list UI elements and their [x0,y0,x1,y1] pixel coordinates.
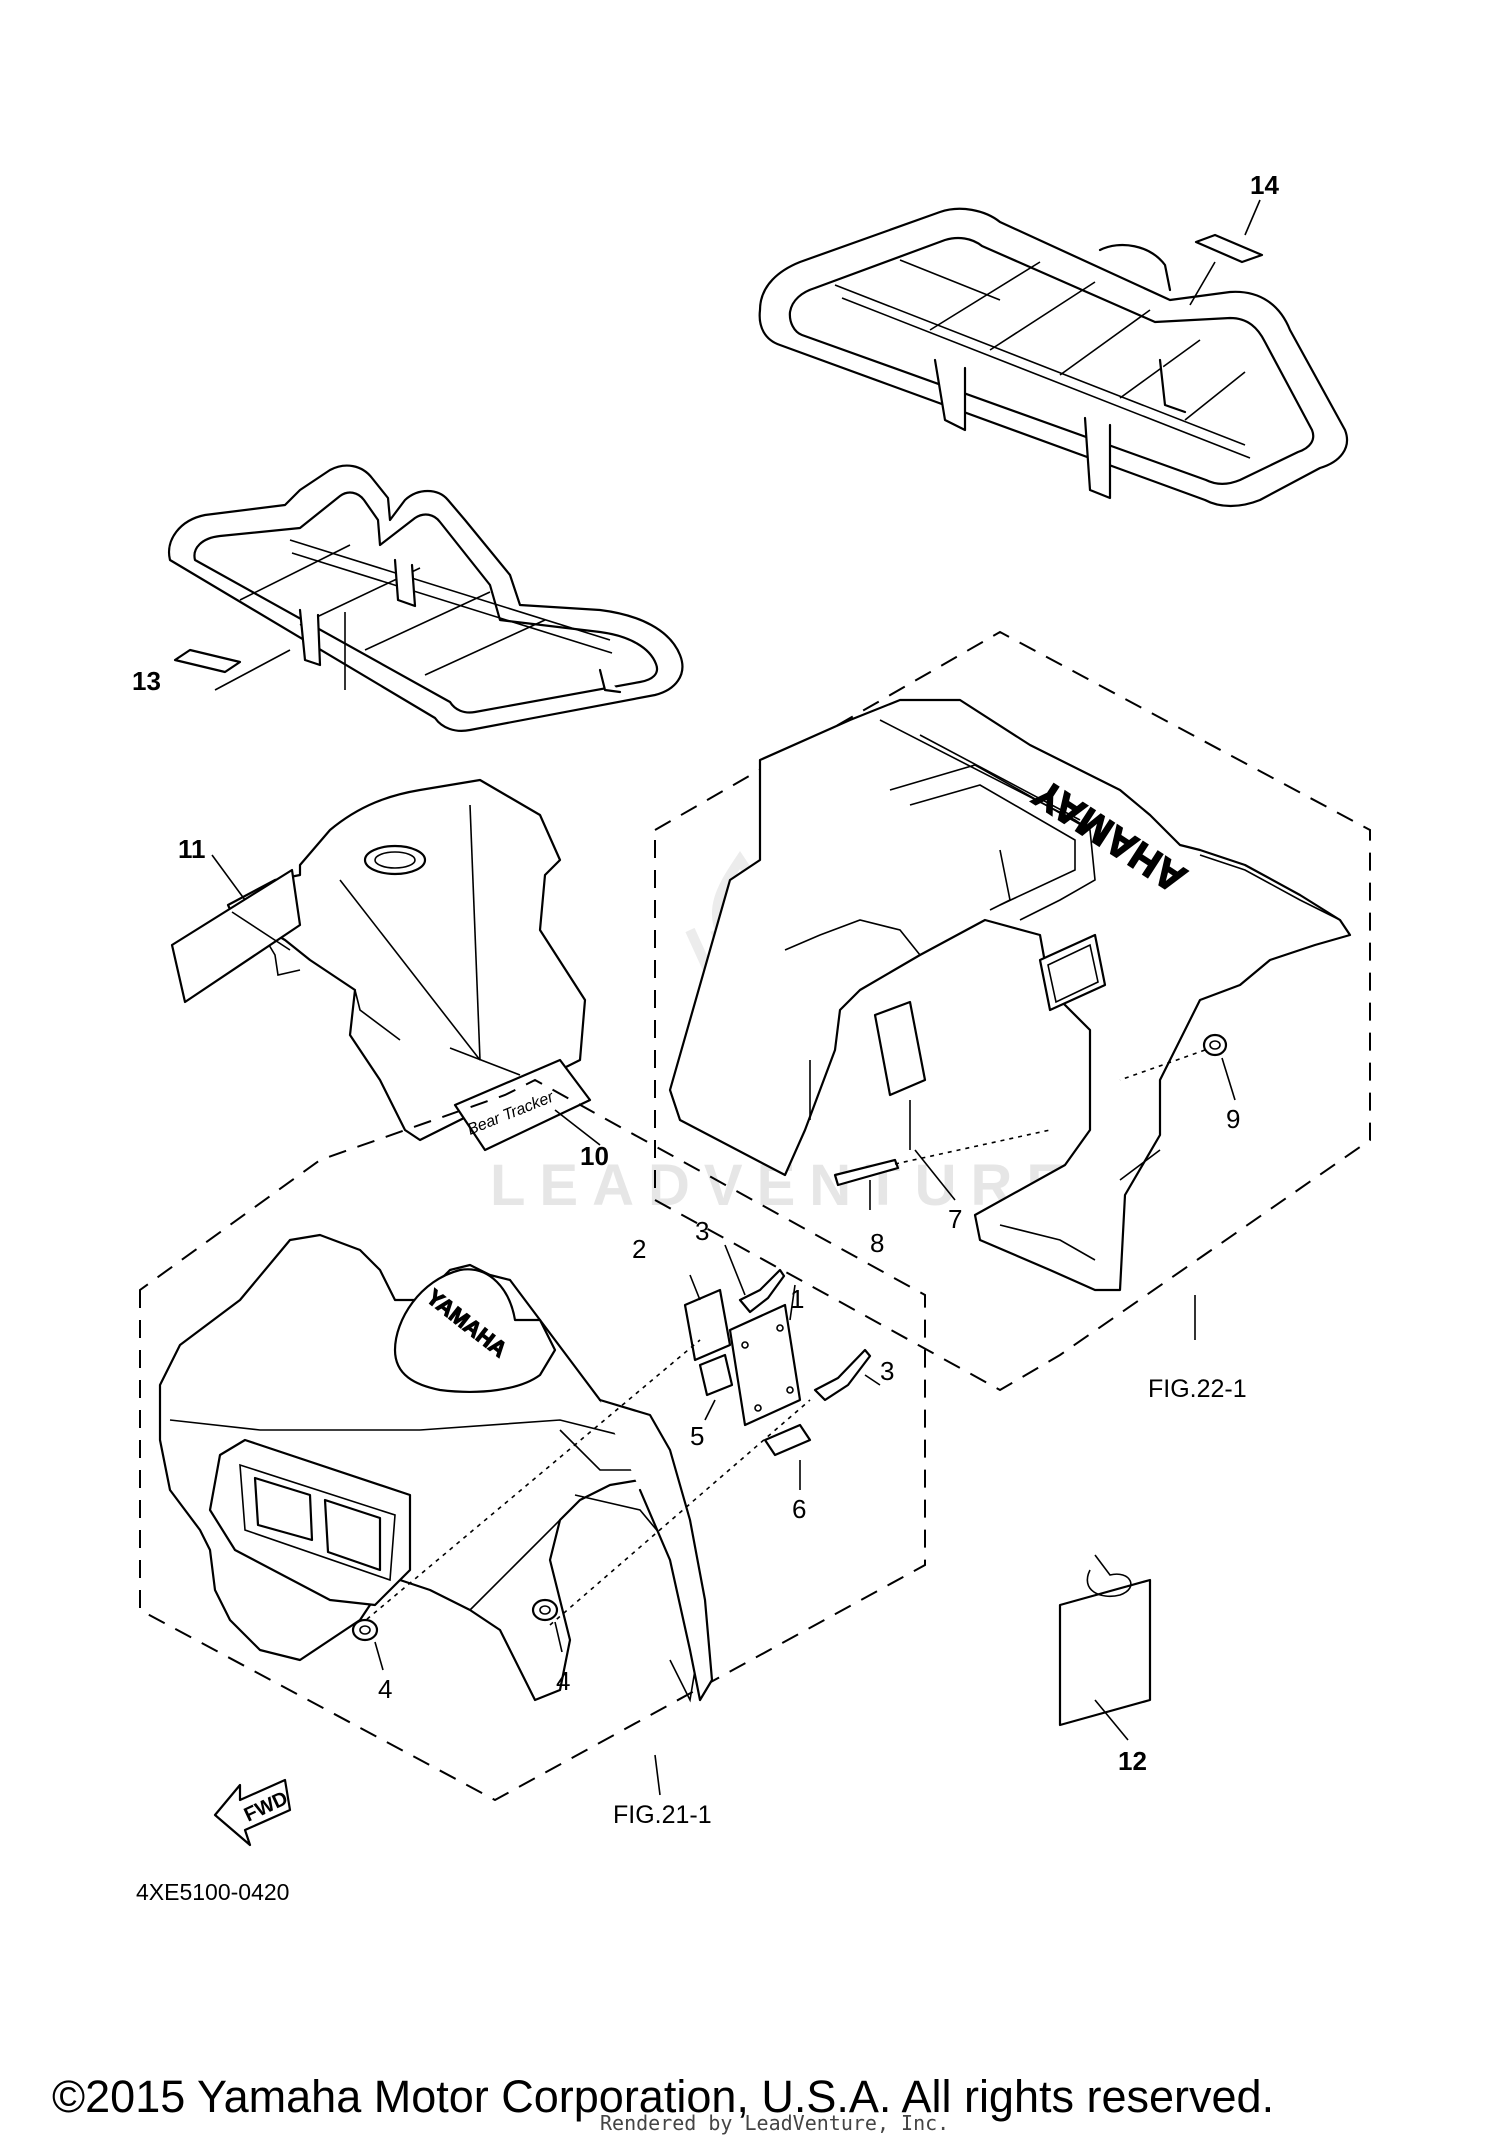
callout-12: 12 [1118,1746,1147,1776]
rivet-3b [813,1348,872,1402]
front-fender-dashed-boundary [139,1078,926,1802]
rivet-8 [833,1158,900,1187]
callout-9: 9 [1226,1104,1240,1134]
rendered-by-notice: Rendered by LeadVenture, Inc. [600,2111,949,2135]
fwd-arrow: FWD [213,1778,291,1847]
callout-2: 2 [632,1234,646,1264]
decal-11 [170,868,302,1004]
rear-fender [668,698,1352,1292]
callout-1: 1 [790,1284,804,1314]
label-5 [698,1353,734,1397]
diagram-code: 4XE5100-0420 [136,1879,289,1905]
front-fender-group: YAMAHA [139,1078,926,1802]
callout-6: 6 [792,1494,806,1524]
rivet-3a [738,1268,786,1314]
callout-3-upper: 3 [695,1216,709,1246]
washer-4b [531,1598,559,1622]
label-14-sticker [1194,233,1264,264]
callout-4-left: 4 [378,1674,392,1704]
label-13-sticker [173,648,242,674]
washer-4a [351,1618,379,1642]
callout-14: 14 [1250,170,1279,200]
label-6 [763,1423,812,1457]
callout-4-right: 4 [556,1666,570,1696]
copyright-notice: ©2015 Yamaha Motor Corporation, U.S.A. A… [52,2071,1274,2122]
callout-11: 11 [178,834,206,864]
callout-7: 7 [948,1204,962,1234]
callout-5: 5 [690,1421,704,1451]
reflector-2 [683,1288,732,1362]
fig-ref-rear: FIG.22-1 [1148,1375,1247,1403]
rear-fender-group: YAMAHA [654,630,1371,1392]
reflector-7 [873,1000,927,1097]
rear-carrier [758,199,1348,508]
fig-ref-front: FIG.21-1 [613,1801,712,1829]
callout-3-lower: 3 [880,1356,894,1386]
callout-13: 13 [132,666,161,696]
callout-8: 8 [870,1228,884,1258]
front-carrier [167,464,684,732]
warning-tag-12 [1058,1554,1152,1741]
rear-fender-dashed-boundary [654,630,1371,1392]
washer-9 [1202,1033,1228,1057]
callout-10: 10 [580,1141,609,1171]
reflector-plate-1 [728,1303,802,1427]
front-side-cover: Bear Tracker [170,778,601,1152]
decal-10 [453,1058,592,1152]
